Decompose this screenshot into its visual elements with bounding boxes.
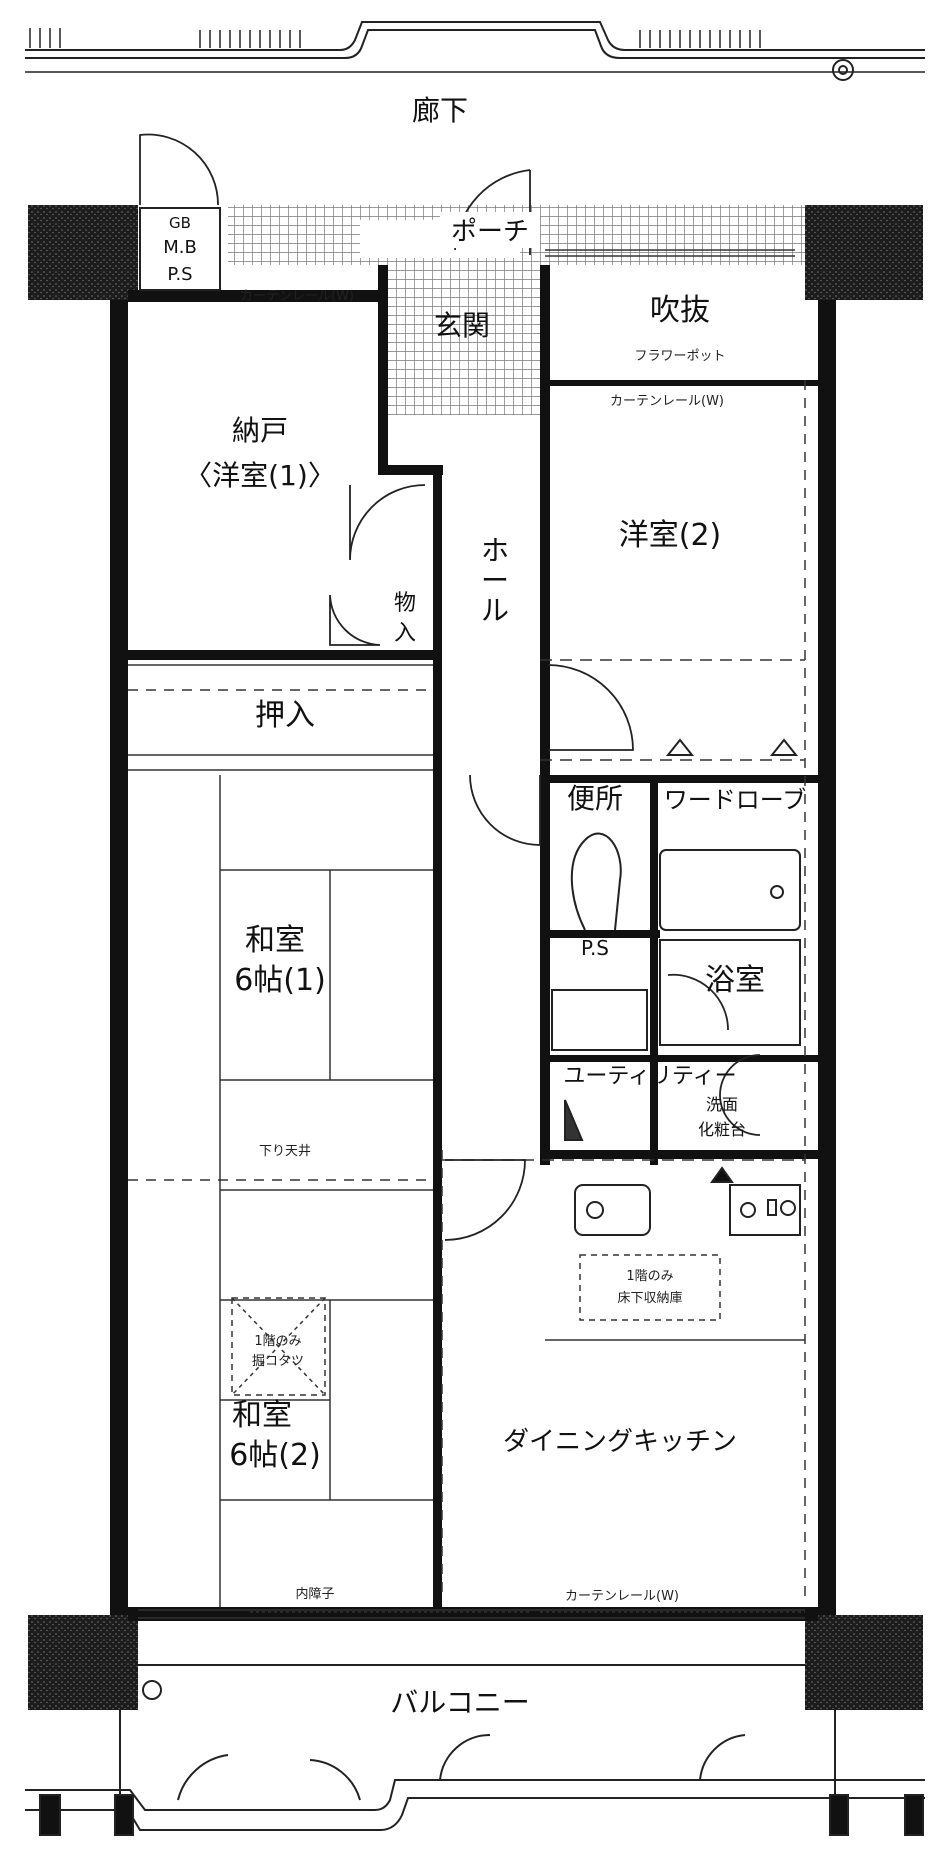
atrium-label: 吹抜 [650, 293, 710, 328]
corridor-label: 廊下 [412, 94, 468, 127]
wardrobe-label: ワードローブ [664, 786, 807, 814]
hall-label-1: ホ [481, 534, 509, 567]
pillar-top-left [28, 205, 138, 300]
curtain-rail-bottom: カーテンレール(W) [565, 1589, 679, 1604]
bath-label: 浴室 [705, 963, 765, 998]
hall-label-2: ー [481, 564, 509, 597]
vanity-label-1: 洗面 [706, 1095, 738, 1114]
underfloor-label-2: 床下収納庫 [617, 1291, 682, 1306]
balcony-railing [25, 1664, 925, 1836]
pillar-bottom-left [28, 1615, 138, 1710]
washitsu-1-label-1: 和室 [245, 923, 305, 958]
storage-room-label-1: 納戸 [232, 414, 288, 447]
dining-kitchen-label: ダイニングキッチン [503, 1427, 737, 1457]
closet-label-2: 入 [394, 621, 416, 646]
meter-box [139, 207, 221, 291]
flower-pot-label: フラワーポット [634, 349, 725, 364]
utility-label: ユーティリティー [563, 1064, 736, 1089]
inner-shoji-label: 内障子 [295, 1586, 334, 1602]
mb-label: M.B [163, 237, 197, 258]
vanity-label-2: 化粧台 [698, 1120, 746, 1139]
closet-label-1: 物 [394, 591, 416, 616]
kotatsu-label-2: 掘コタツ [252, 1354, 304, 1369]
hall-label-3: ル [481, 594, 509, 627]
kotatsu-label-1: 1階のみ [254, 1334, 301, 1349]
washitsu-2-label-1: 和室 [232, 1398, 292, 1433]
western-room-2-label: 洋室(2) [619, 518, 722, 553]
pillar-bottom-right [805, 1615, 923, 1710]
entrance-tiles [383, 265, 545, 415]
porch-label: ポーチ [451, 217, 529, 247]
storage-room-label-2: 〈洋室(1)〉 [184, 459, 336, 492]
washitsu-1-label-2: 6帖(1) [234, 963, 326, 998]
entrance-label: 玄関 [434, 309, 490, 342]
sagari-tenjo-label: 下り天井 [259, 1144, 311, 1159]
pillar-top-right [805, 205, 923, 300]
underfloor-label-1: 1階のみ [626, 1269, 673, 1284]
ps-label: P.S [167, 264, 192, 285]
washitsu-2-label-2: 6帖(2) [229, 1438, 321, 1473]
balcony-label: バルコニー [390, 1686, 529, 1719]
fixtures [551, 738, 801, 1236]
toilet-label: 便所 [567, 782, 623, 815]
curtain-rail-western-2: カーテンレール(W) [610, 394, 724, 409]
corridor-railing [25, 21, 925, 81]
curtain-rail-top-left: カーテンレール(W) [240, 289, 354, 304]
oshiire-label: 押入 [255, 698, 315, 733]
ps-small-label: P.S [581, 936, 609, 960]
gb-label: GB [169, 214, 191, 232]
